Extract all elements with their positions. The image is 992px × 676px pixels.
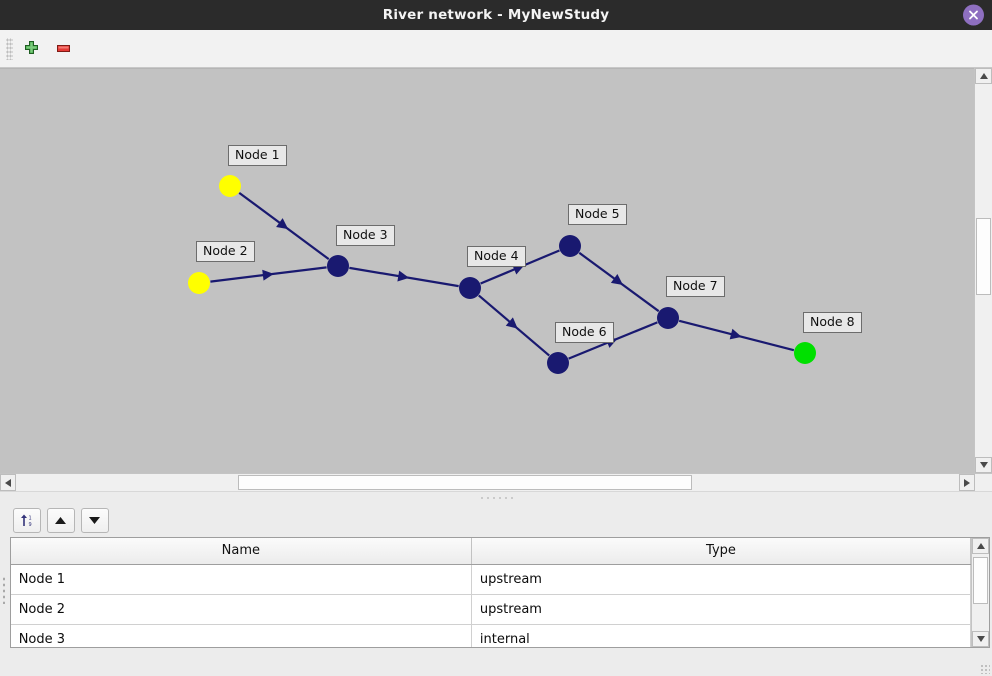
edge-arrow-icon	[729, 328, 742, 340]
graph-node[interactable]	[459, 277, 481, 299]
nodes-toolbar: 1 9	[7, 503, 992, 537]
canvas-hscroll-thumb[interactable]	[237, 475, 693, 490]
canvas-hscroll-track[interactable]	[16, 474, 959, 491]
toolbar-grip[interactable]	[6, 37, 13, 60]
node-label[interactable]: Node 5	[568, 204, 627, 225]
nodes-column-header[interactable]: Name	[10, 538, 472, 565]
close-button[interactable]	[963, 4, 984, 26]
nodes-cell[interactable]: upstream	[471, 564, 972, 595]
nodes-cell[interactable]: Node 2	[10, 594, 472, 625]
window-title: River network - MyNewStudy	[382, 7, 610, 23]
nodes-pane-footer	[7, 648, 992, 676]
nodes-scroll-up-button[interactable]	[972, 538, 990, 554]
horizontal-splitter[interactable]	[0, 491, 992, 503]
nodes-move-down-button[interactable]	[80, 507, 109, 533]
nodes-vscroll-thumb[interactable]	[973, 557, 989, 604]
main-toolbar	[0, 30, 992, 68]
chevron-right-icon	[964, 478, 970, 487]
canvas-vertical-scrollbar[interactable]	[974, 68, 992, 473]
edge-arrow-icon	[276, 218, 289, 230]
nodes-move-up-button[interactable]	[46, 507, 75, 533]
delete-node-icon	[56, 45, 70, 52]
nodes-sort-button[interactable]: 1 9	[12, 507, 41, 533]
move-down-icon	[89, 516, 101, 524]
vertical-splitter-grip-icon	[2, 575, 7, 604]
edge-arrow-icon	[512, 264, 525, 275]
canvas-vscroll-thumb[interactable]	[976, 218, 991, 295]
close-icon	[969, 10, 978, 20]
nodes-cell[interactable]: Node 3	[10, 624, 472, 647]
svg-text:9: 9	[29, 522, 32, 528]
scroll-down-button[interactable]	[975, 457, 992, 473]
splitter-grip-icon	[479, 495, 513, 500]
nodes-column-header[interactable]: Type	[471, 538, 972, 565]
add-node-icon	[24, 41, 38, 54]
graph-node[interactable]	[559, 235, 581, 257]
node-label[interactable]: Node 6	[555, 322, 614, 343]
nodes-cell[interactable]: Node 1	[10, 564, 472, 595]
node-label[interactable]: Node 8	[803, 312, 862, 333]
canvas-vscroll-track[interactable]	[975, 84, 992, 457]
nodes-group	[188, 175, 816, 374]
edges-pane-footer	[0, 648, 1, 676]
graph-node[interactable]	[219, 175, 241, 197]
nodes-scroll-down-button[interactable]	[972, 631, 990, 647]
move-up-icon	[55, 516, 67, 524]
scroll-up-button[interactable]	[975, 68, 992, 84]
scroll-right-button[interactable]	[959, 474, 975, 491]
chevron-left-icon	[5, 478, 11, 487]
edge-arrow-icon	[505, 317, 518, 329]
nodes-vertical-scrollbar[interactable]	[971, 538, 990, 647]
chevron-up-icon	[979, 73, 988, 79]
graph-node[interactable]	[547, 352, 569, 374]
nodes-cell[interactable]: internal	[471, 624, 972, 647]
scrollbar-corner	[975, 474, 992, 491]
edges-group	[210, 191, 795, 360]
nodes-pane: 1 9	[7, 503, 992, 676]
tables-area: 1 9	[0, 503, 992, 676]
graph-node[interactable]	[327, 255, 349, 277]
canvas-horizontal-scrollbar[interactable]	[0, 473, 992, 491]
svg-text:1: 1	[29, 515, 32, 521]
sort-icon: 1 9	[21, 514, 32, 528]
graph-node[interactable]	[794, 342, 816, 364]
title-bar: River network - MyNewStudy	[0, 0, 992, 30]
graph-node[interactable]	[188, 272, 210, 294]
add-node-button[interactable]	[18, 36, 44, 62]
nodes-vscroll-track[interactable]	[972, 554, 990, 631]
node-label[interactable]: Node 4	[467, 246, 526, 267]
delete-node-button[interactable]	[50, 36, 76, 62]
nodes-cell[interactable]: upstream	[471, 594, 972, 625]
node-label[interactable]: Node 7	[666, 276, 725, 297]
node-label[interactable]: Node 1	[228, 145, 287, 166]
node-label[interactable]: Node 2	[196, 241, 255, 262]
resize-grip-icon[interactable]	[980, 664, 990, 674]
network-graph	[188, 175, 816, 374]
scroll-left-button[interactable]	[0, 474, 16, 491]
vertical-splitter[interactable]	[0, 503, 8, 676]
network-canvas[interactable]: Node 1 Node 2 Node 3 Node 4 Node 5 Node 6 Node…	[0, 68, 974, 473]
chevron-up-icon	[976, 543, 985, 549]
diagram-area: Node 1 Node 2 Node 3 Node 4 Node 5 Node 6 Node…	[0, 68, 992, 473]
chevron-down-icon	[979, 462, 988, 468]
graph-node[interactable]	[657, 307, 679, 329]
edge-arrow-icon	[610, 273, 624, 285]
edge-arrow-icon	[262, 269, 274, 281]
node-label[interactable]: Node 3	[336, 225, 395, 246]
chevron-down-icon	[976, 636, 985, 642]
